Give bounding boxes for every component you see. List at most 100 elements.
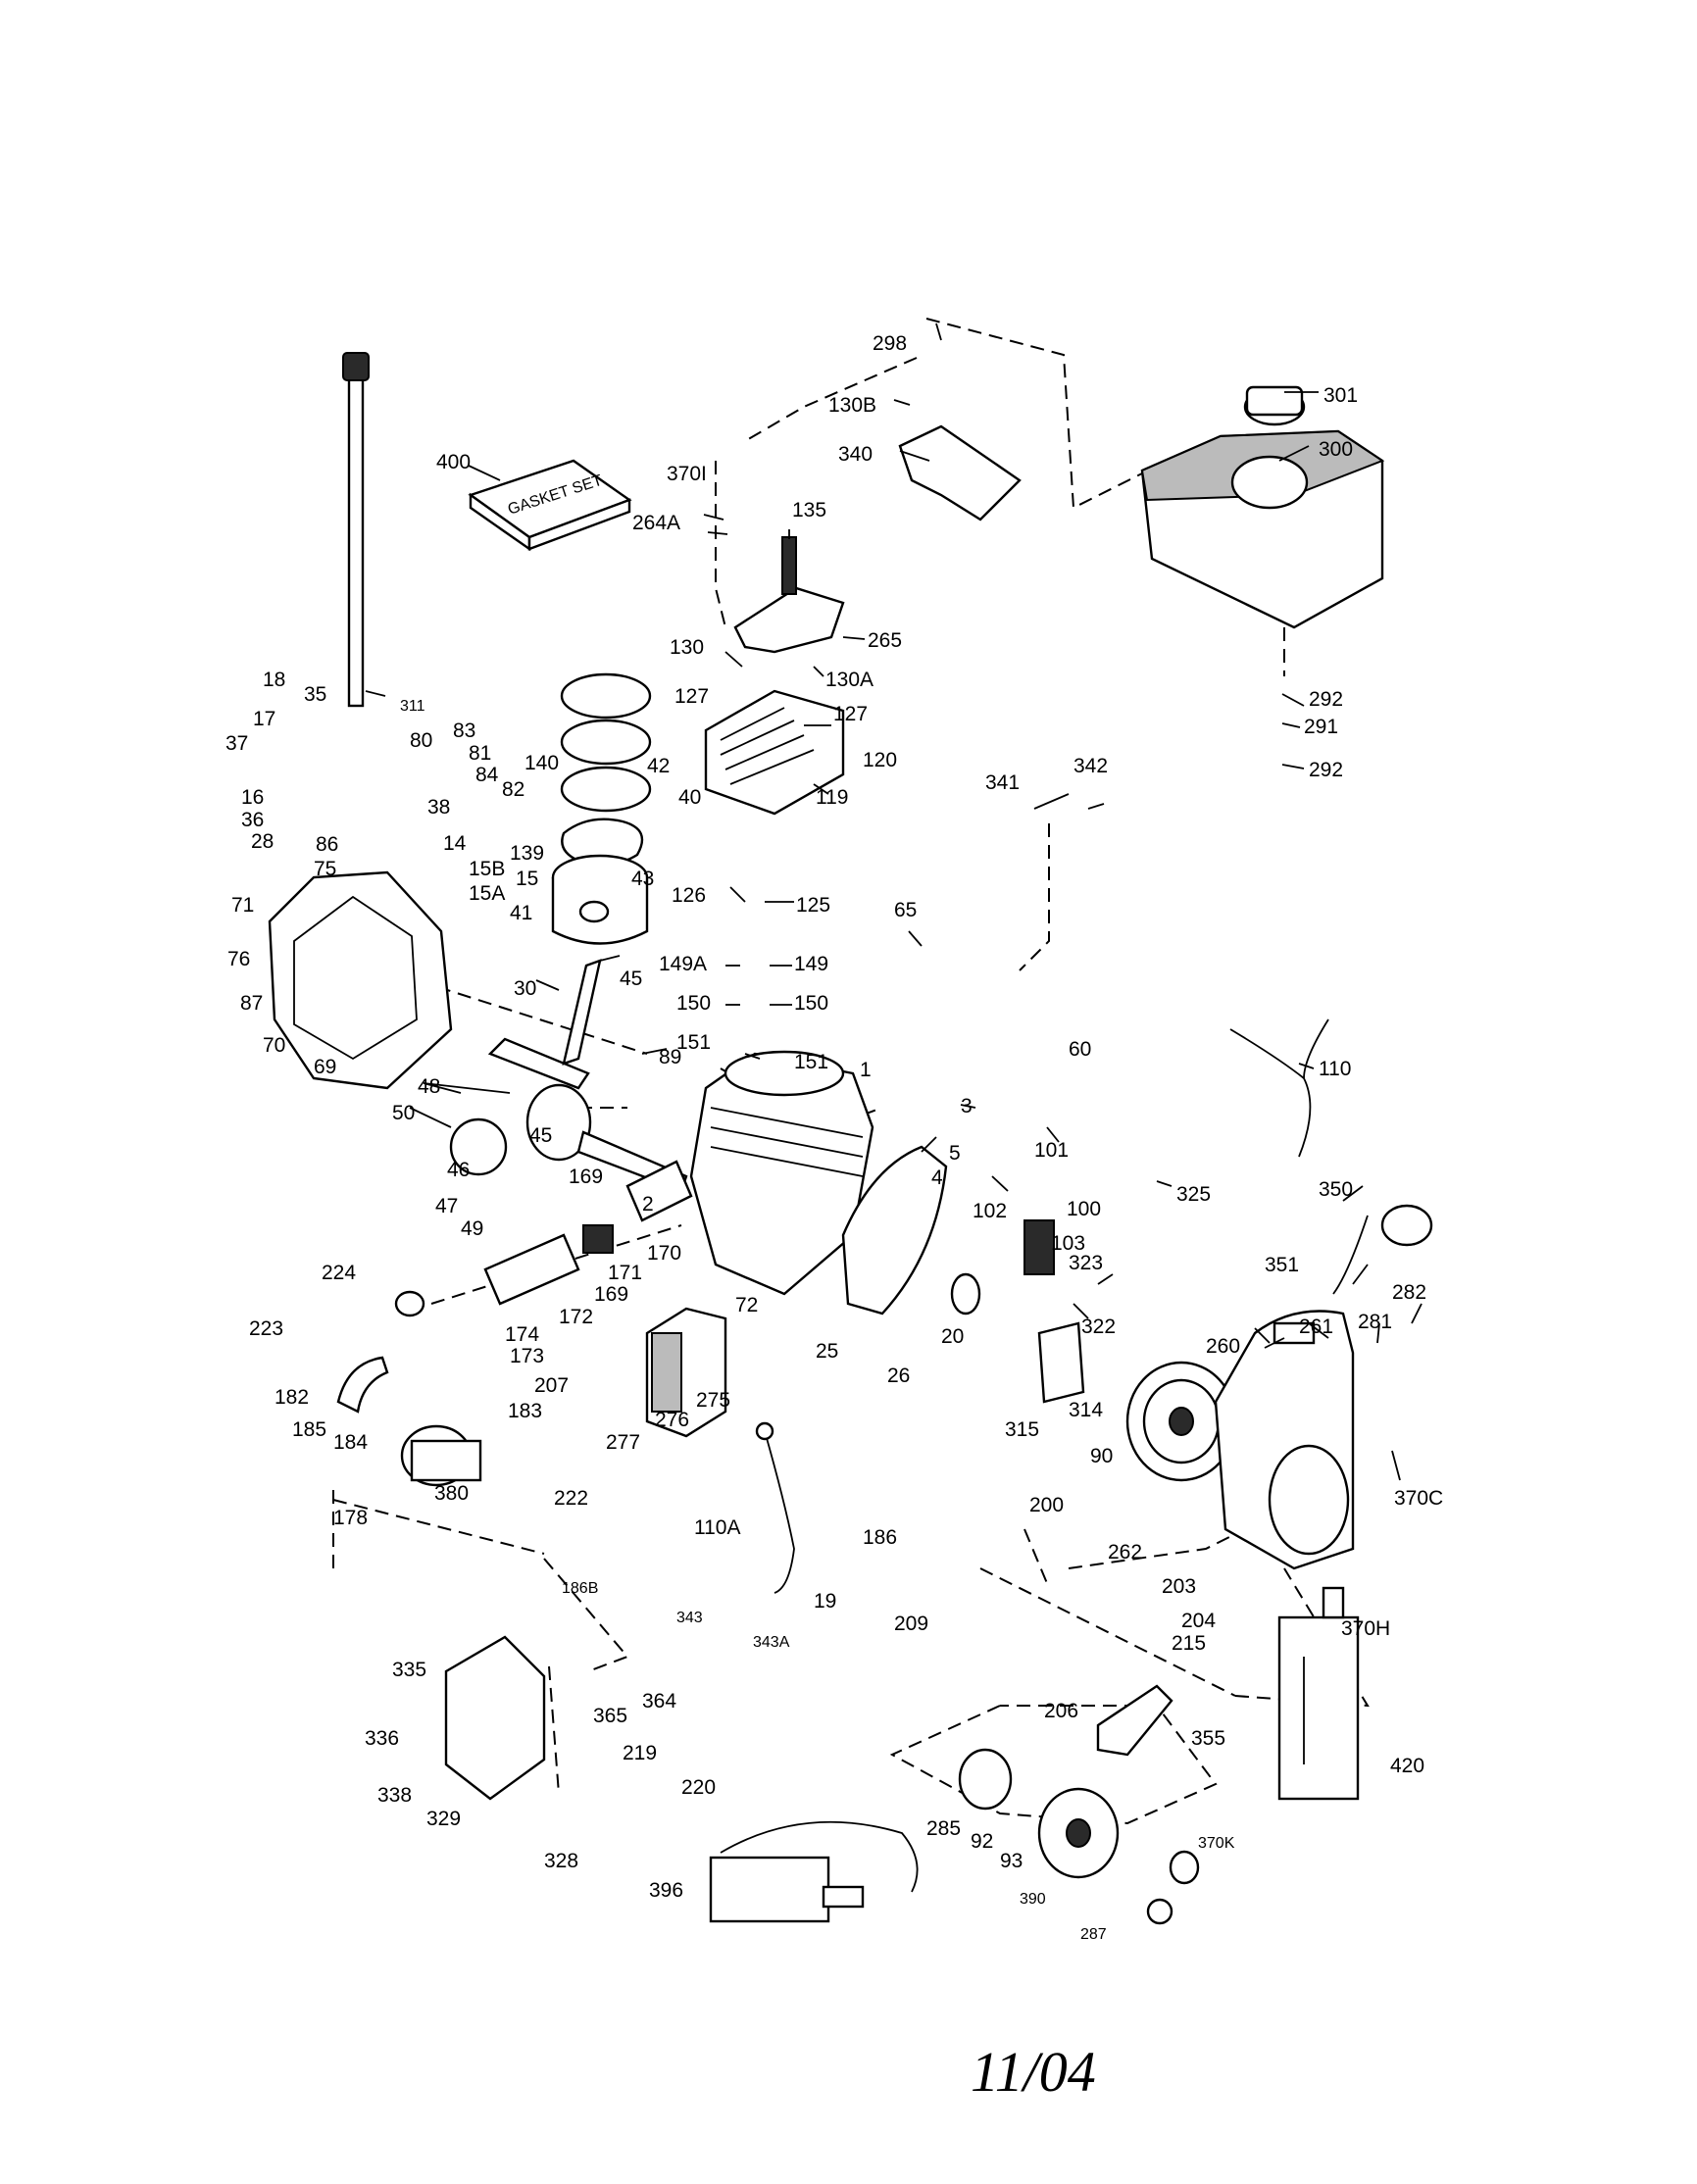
label-15A: 15A: [469, 882, 505, 905]
label-69: 69: [314, 1056, 336, 1078]
part-shapes: GASKET SET: [268, 352, 1433, 1925]
label-83: 83: [453, 720, 475, 742]
label-130A: 130A: [825, 669, 873, 691]
ignition-module: [1023, 1219, 1055, 1275]
label-71: 71: [231, 894, 254, 917]
label-126: 126: [672, 884, 706, 907]
label-390: 390: [1020, 1891, 1046, 1908]
label-82: 82: [502, 778, 524, 801]
label-276: 276: [655, 1409, 689, 1431]
gasket-set-box: GASKET SET: [468, 459, 632, 552]
label-323: 323: [1069, 1252, 1103, 1274]
label-41: 41: [510, 902, 532, 924]
label-26: 26: [887, 1365, 910, 1387]
label-127-left: 127: [674, 685, 709, 708]
label-100: 100: [1067, 1198, 1101, 1220]
label-46: 46: [447, 1159, 470, 1181]
tank-bracket: [898, 424, 1022, 521]
label-264A: 264A: [632, 512, 680, 534]
label-343: 343: [676, 1610, 703, 1626]
label-28: 28: [251, 830, 274, 853]
label-75: 75: [314, 858, 336, 880]
label-101: 101: [1034, 1139, 1069, 1162]
label-186B: 186B: [562, 1580, 598, 1597]
label-140: 140: [524, 752, 559, 774]
label-92: 92: [971, 1830, 993, 1853]
label-260: 260: [1206, 1335, 1240, 1358]
gasket-172: [483, 1233, 580, 1306]
label-47: 47: [435, 1195, 458, 1217]
crankcase-cover: [268, 870, 453, 1090]
label-275: 275: [696, 1389, 730, 1412]
label-223: 223: [249, 1317, 283, 1340]
label-311: 311: [400, 698, 425, 715]
filter-171: [582, 1224, 614, 1254]
label-48: 48: [418, 1075, 440, 1098]
blower-housing: [1214, 1310, 1355, 1570]
label-370H: 370H: [1341, 1617, 1390, 1640]
intake-elbow: [336, 1356, 389, 1414]
label-139: 139: [510, 842, 544, 865]
label-186: 186: [863, 1526, 897, 1549]
label-125: 125: [796, 894, 830, 917]
piston-ring-1: [560, 672, 652, 720]
label-370I: 370I: [667, 463, 707, 485]
label-2: 2: [642, 1193, 654, 1216]
label-206: 206: [1044, 1700, 1078, 1722]
label-183: 183: [508, 1400, 542, 1422]
head-gasket: [561, 818, 644, 866]
label-370C: 370C: [1394, 1487, 1443, 1510]
label-60: 60: [1069, 1038, 1091, 1061]
label-396: 396: [649, 1879, 683, 1902]
label-37: 37: [225, 732, 248, 755]
label-215: 215: [1172, 1632, 1206, 1655]
label-224: 224: [322, 1262, 356, 1284]
label-151-right: 151: [794, 1051, 828, 1073]
control-panel: [444, 1635, 546, 1801]
oil-bottle: [1277, 1586, 1360, 1801]
label-19: 19: [814, 1590, 836, 1613]
label-173: 173: [510, 1345, 544, 1367]
label-36: 36: [241, 809, 264, 831]
label-261: 261: [1299, 1315, 1333, 1338]
label-119: 119: [816, 786, 848, 809]
primer-hose: [1332, 1215, 1369, 1295]
label-103: 103: [1051, 1232, 1085, 1255]
label-93: 93: [1000, 1850, 1023, 1872]
label-355: 355: [1191, 1727, 1225, 1750]
label-420: 420: [1390, 1755, 1424, 1777]
date-stamp: 11/04: [971, 2040, 1096, 2104]
connecting-rod: [562, 959, 602, 1066]
label-110: 110: [1319, 1058, 1351, 1080]
label-4: 4: [931, 1166, 943, 1189]
label-90: 90: [1090, 1445, 1113, 1467]
label-38: 38: [427, 796, 450, 819]
label-127-right: 127: [833, 703, 868, 725]
label-110A: 110A: [694, 1516, 741, 1539]
label-15: 15: [516, 868, 538, 890]
label-102: 102: [973, 1200, 1007, 1222]
cam-gear: [449, 1117, 508, 1176]
label-17: 17: [253, 708, 275, 730]
label-200: 200: [1029, 1494, 1064, 1516]
label-328: 328: [544, 1850, 578, 1872]
back-plate: [841, 1145, 948, 1315]
label-87: 87: [240, 992, 263, 1015]
label-70: 70: [263, 1034, 285, 1057]
label-171: 171: [608, 1262, 642, 1284]
label-149A: 149A: [659, 953, 707, 975]
label-184: 184: [333, 1431, 368, 1454]
label-287: 287: [1080, 1926, 1107, 1943]
label-314: 314: [1069, 1399, 1103, 1421]
label-14: 14: [443, 832, 467, 855]
leader-lines: [365, 323, 1422, 1481]
label-18: 18: [263, 669, 285, 691]
label-182: 182: [275, 1386, 309, 1409]
label-80: 80: [410, 729, 432, 752]
starter-motor: [709, 1820, 919, 1923]
label-342: 342: [1073, 755, 1108, 777]
muffler: [645, 1307, 727, 1438]
label-16: 16: [241, 786, 264, 809]
label-282: 282: [1392, 1281, 1426, 1304]
label-322: 322: [1081, 1315, 1116, 1338]
